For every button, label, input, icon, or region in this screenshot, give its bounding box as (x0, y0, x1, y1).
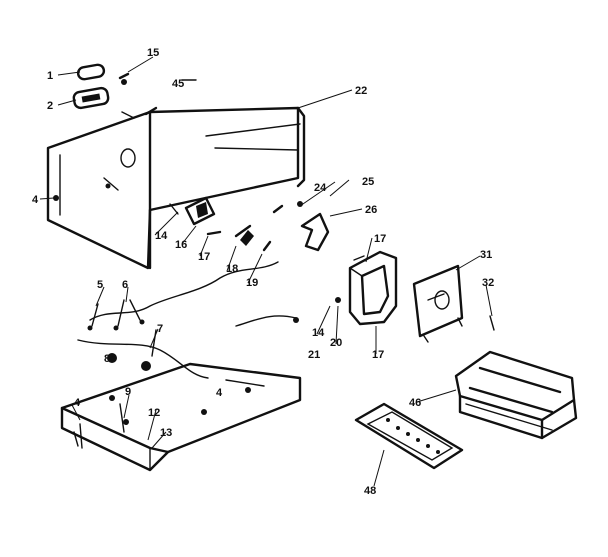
callout-17: 17 (198, 251, 210, 263)
callout-1: 1 (47, 70, 53, 82)
callout-8: 8 (104, 353, 110, 365)
callout-12: 12 (148, 407, 160, 419)
callout-7: 7 (157, 323, 163, 335)
callout-14: 14 (155, 230, 168, 242)
callout-48: 48 (364, 485, 376, 497)
callout-17-bracket: 17 (374, 233, 386, 245)
callout-18: 18 (226, 263, 238, 275)
bracket-assembly (335, 250, 398, 326)
callout-4-mid: 4 (216, 387, 223, 399)
callout-2: 2 (47, 100, 53, 112)
callout-16: 16 (175, 239, 187, 251)
base-pan (60, 362, 302, 472)
callout-46: 46 (409, 397, 421, 409)
control-components (169, 196, 330, 252)
parts-tray (354, 402, 464, 470)
callout-14-lower: 14 (312, 327, 325, 339)
callout-15: 15 (147, 47, 159, 59)
callout-5: 5 (97, 279, 103, 291)
top-small-parts (72, 63, 197, 119)
callout-24: 24 (314, 182, 327, 194)
callout-31: 31 (480, 249, 492, 261)
wire-shelf (454, 350, 578, 440)
wiring-harness (77, 261, 299, 379)
callout-6: 6 (122, 279, 128, 291)
callout-4-base: 4 (74, 397, 81, 409)
leader-lines (39, 56, 493, 487)
callout-45: 45 (172, 78, 184, 90)
cabinet-housing (46, 106, 306, 270)
callout-labels: 1 15 2 45 22 4 24 25 26 14 16 17 18 19 1… (32, 47, 494, 497)
callout-13: 13 (160, 427, 172, 439)
callout-26: 26 (365, 204, 377, 216)
callout-21: 21 (308, 349, 320, 361)
callout-9: 9 (125, 386, 131, 398)
callout-19: 19 (246, 277, 258, 289)
control-panel (412, 264, 495, 343)
callout-20: 20 (330, 337, 342, 349)
callout-22: 22 (355, 85, 367, 97)
callout-4: 4 (32, 194, 39, 206)
callout-32: 32 (482, 277, 494, 289)
callout-17-lower: 17 (372, 349, 384, 361)
callout-25: 25 (362, 176, 374, 188)
